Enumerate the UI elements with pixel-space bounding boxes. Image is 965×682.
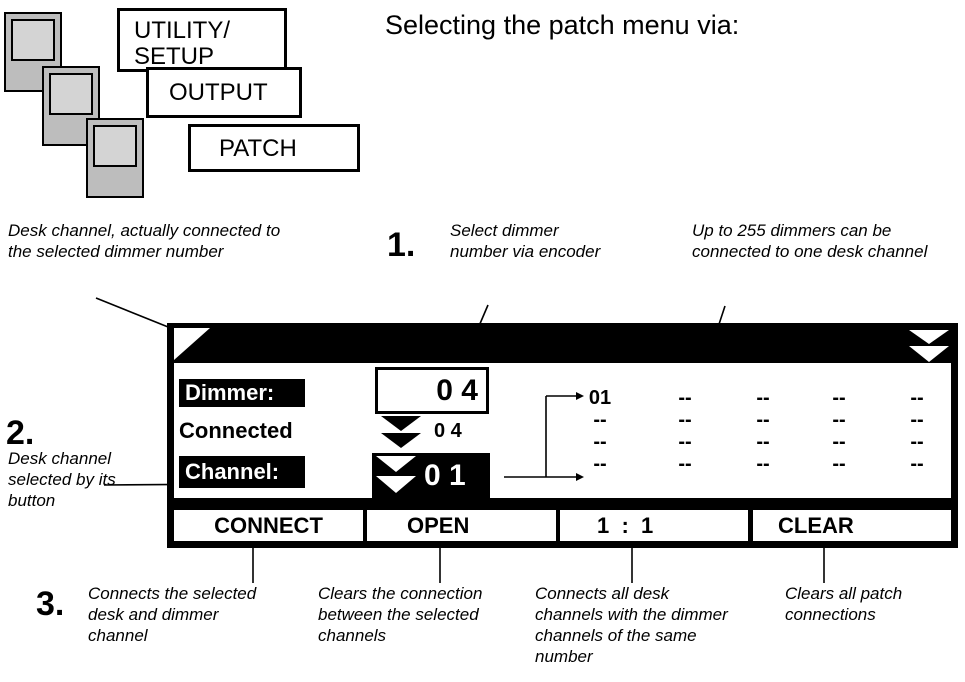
patch-cell: -- <box>678 409 692 431</box>
connected-value: 0 4 <box>434 420 462 442</box>
channel-label: Channel: <box>179 456 305 488</box>
channel-value: 0 1 <box>424 459 466 492</box>
patch-cell: -- <box>910 387 924 409</box>
patch-cell: -- <box>593 409 607 431</box>
patch-cell: -- <box>832 431 846 453</box>
patch-cell: -- <box>756 453 770 475</box>
utility-setup-label: UTILITY/ SETUP <box>117 8 287 72</box>
patch-label: PATCH <box>188 124 360 172</box>
utility-setup-key[interactable] <box>4 12 62 92</box>
step-1-note: Select dimmer number via encoder <box>450 221 601 261</box>
step-1-number: 1. <box>387 226 416 264</box>
patch-cell: 01 <box>588 387 612 409</box>
desk-channel-note: Desk channel, actually connected to the … <box>8 221 281 261</box>
patch-cell: -- <box>832 409 846 431</box>
patch-display: Dimmer: 0 4 Connected 0 4 Channel: 0 1 <box>167 323 958 548</box>
patch-cell: -- <box>910 431 924 453</box>
scroll-down-icon[interactable] <box>907 328 951 364</box>
clear-button[interactable]: CLEAR <box>753 510 951 541</box>
patch-key[interactable] <box>86 118 144 198</box>
patch-cell: -- <box>678 387 692 409</box>
connected-arrow-icon <box>381 416 421 448</box>
connected-label: Connected <box>179 418 293 443</box>
step-2-number: 2. <box>6 414 35 452</box>
display-corner-marker <box>174 328 210 360</box>
patch-cell: -- <box>756 409 770 431</box>
output-label: OUTPUT <box>146 67 302 118</box>
dimmer-label: Dimmer: <box>179 379 305 407</box>
patch-cell: -- <box>910 453 924 475</box>
display-body: Dimmer: 0 4 Connected 0 4 Channel: 0 1 <box>174 363 951 499</box>
dimmers-capacity-note: Up to 255 dimmers can be connected to on… <box>692 221 928 261</box>
open-note: Clears the connection between the select… <box>318 584 483 645</box>
step-3-number: 3. <box>36 585 65 623</box>
connect-button[interactable]: CONNECT <box>174 510 363 541</box>
channel-scroll-icon <box>376 456 416 493</box>
patch-bracket-arrows <box>504 392 584 481</box>
utility-label-line1: UTILITY/ <box>134 17 231 44</box>
patch-cell: -- <box>832 453 846 475</box>
patch-cell: -- <box>593 431 607 453</box>
utility-label-line2: SETUP <box>134 43 215 70</box>
connect-note: Connects the selected desk and dimmer ch… <box>88 584 257 645</box>
clear-note: Clears all patch connections <box>785 584 903 624</box>
patch-cell: -- <box>756 431 770 453</box>
dimmer-value: 0 4 <box>436 374 478 407</box>
patch-cell: -- <box>678 431 692 453</box>
open-button[interactable]: OPEN <box>367 510 556 541</box>
patch-cell: -- <box>910 409 924 431</box>
dimmer-value-field[interactable]: 0 4 <box>375 367 489 414</box>
intro-caption: Selecting the patch menu via: <box>385 10 740 40</box>
patch-cell: -- <box>756 387 770 409</box>
channel-value-field[interactable]: 0 1 <box>372 453 490 499</box>
patch-cell: -- <box>593 453 607 475</box>
step-2-note: Desk channel selected by its button <box>8 449 116 510</box>
patch-cell: -- <box>678 453 692 475</box>
one-to-one-button[interactable]: 1 : 1 <box>560 510 748 541</box>
one-to-one-note: Connects all desk channels with the dimm… <box>535 584 728 666</box>
patch-cell: -- <box>832 387 846 409</box>
